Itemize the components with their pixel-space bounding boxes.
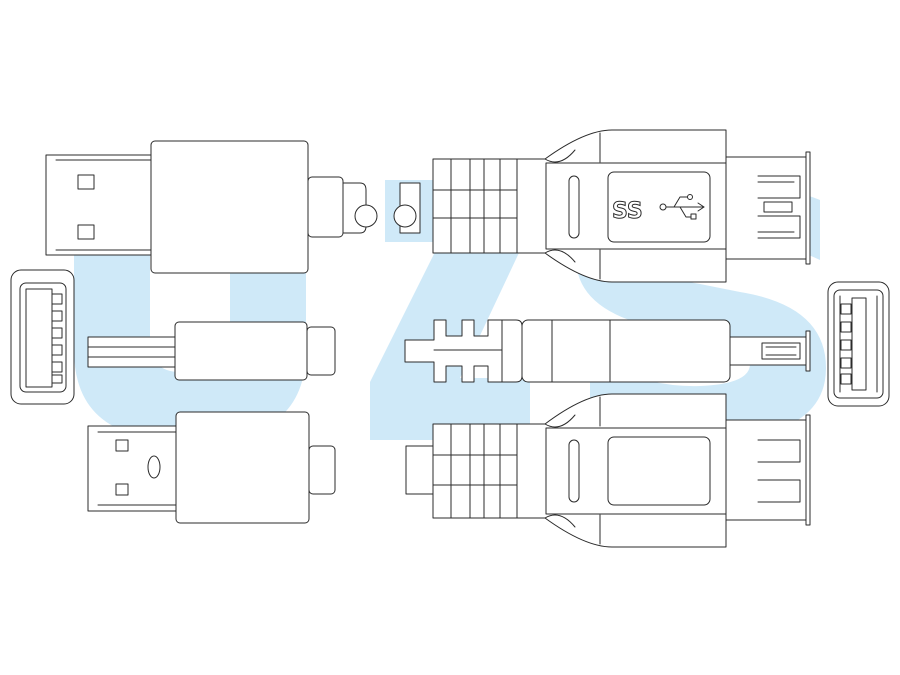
usb-type-a-receptacle-end-view-icon xyxy=(10,269,75,405)
ss-logo-text: SS xyxy=(612,199,643,224)
usb-3-female-extension-connector-icon: SS xyxy=(432,129,811,283)
usb-a-male-plug-side-view-icon xyxy=(87,321,336,381)
usb-type-a-male-plug-icon xyxy=(45,140,421,274)
usb-2-female-extension-connector-icon xyxy=(405,393,811,548)
usb-a-male-plug-bottom-view-icon xyxy=(87,411,336,524)
usb-type-a-receptacle-front-view-icon xyxy=(827,281,890,407)
usb-3-superspeed-logo-icon: SS xyxy=(612,194,705,225)
usb-female-connector-side-view-icon xyxy=(404,319,811,383)
